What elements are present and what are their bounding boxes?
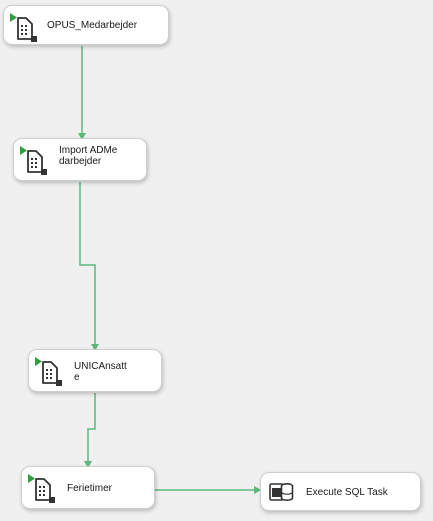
data-flow-task-icon	[35, 357, 63, 387]
execute-sql-task-icon	[267, 478, 295, 508]
task-opus-medarbejder[interactable]: OPUS_Medarbejder	[3, 5, 169, 45]
data-flow-task-icon	[28, 474, 56, 504]
task-unicansatte[interactable]: UNICAnsatte	[28, 349, 162, 392]
data-flow-task-icon	[10, 13, 38, 43]
task-label: UNICAnsatte	[74, 361, 127, 383]
task-label: Execute SQL Task	[306, 487, 388, 498]
precedence-constraint-unic-to-ferie	[87, 393, 96, 461]
precedence-constraint-import-to-unic	[79, 182, 96, 344]
data-flow-task-icon	[20, 146, 48, 176]
task-import-admedarbejder[interactable]: Import ADMedarbejder	[13, 138, 147, 181]
task-execute-sql[interactable]: Execute SQL Task	[260, 472, 421, 511]
task-label: OPUS_Medarbejder	[47, 20, 138, 31]
task-label: Import ADMedarbejder	[59, 145, 118, 167]
task-ferietimer[interactable]: Ferietimer	[21, 466, 155, 509]
task-label: Ferietimer	[67, 483, 113, 494]
